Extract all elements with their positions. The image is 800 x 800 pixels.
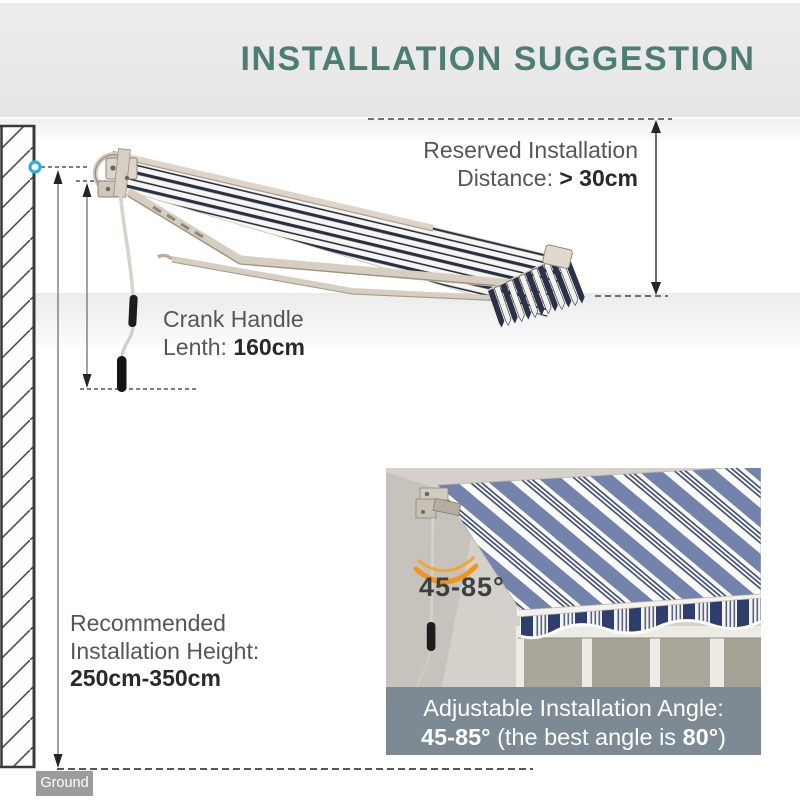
background-fade-mid xyxy=(0,293,800,345)
support-arm-lower xyxy=(157,253,553,304)
inset-caption-bar: Adjustable Installation Angle: 45-85° (t… xyxy=(386,687,761,755)
crank-grip xyxy=(128,294,138,328)
header-band: INSTALLATION SUGGESTION xyxy=(0,3,800,117)
support-arm-upper xyxy=(125,188,561,293)
crank-handle-note: Crank Handle Lenth: 160cm xyxy=(163,306,305,361)
background-fade-top xyxy=(0,119,800,143)
angle-value-label: 45-85° xyxy=(419,572,505,602)
reserved-distance-line2: Distance: > 30cm xyxy=(457,164,638,191)
angle-arc-icon xyxy=(413,556,479,585)
mount-point-marker xyxy=(28,160,42,174)
measurement-annotations xyxy=(28,118,672,770)
roller-end-cap xyxy=(542,244,573,269)
inset-caption-line2: 45-85° (the best angle is 80°) xyxy=(421,724,726,750)
crank-handle-line1: Crank Handle xyxy=(163,306,304,332)
crank-rod xyxy=(117,171,135,296)
wall-section xyxy=(0,124,36,769)
crank-handle-value: 160cm xyxy=(233,333,305,360)
crank-length-arrow xyxy=(82,183,92,388)
awning-illustration xyxy=(92,148,585,392)
reserved-distance-arrow xyxy=(651,120,661,295)
recommended-height-note: Recommended Installation Height: 250cm-3… xyxy=(70,610,259,693)
wall-bracket xyxy=(92,148,138,198)
recommended-height-line1: Recommended xyxy=(70,610,226,636)
torsion-bar xyxy=(113,150,434,232)
inset-valance xyxy=(520,596,761,638)
inset-valance-trim xyxy=(519,619,762,640)
inset-photo xyxy=(386,465,762,688)
recommended-height-arrow xyxy=(53,170,63,768)
reserved-distance-line1: Reserved Installation xyxy=(423,137,638,163)
page-title: INSTALLATION SUGGESTION xyxy=(240,40,756,78)
crank-end-grip xyxy=(117,356,127,392)
inset-wall-bracket xyxy=(415,487,462,519)
crank-handle-line2: Lenth: 160cm xyxy=(163,333,305,360)
wall-hatch xyxy=(2,126,35,768)
reserved-distance-value: > 30cm xyxy=(559,164,638,191)
inset-window xyxy=(516,626,761,687)
ground-label-chip: Ground xyxy=(36,771,93,796)
angle-inset-panel: 45-85° Adjustable Installation Angle: 45… xyxy=(386,465,762,755)
crank-handle xyxy=(117,171,138,392)
inset-caption-line1: Adjustable Installation Angle: xyxy=(423,695,724,721)
reserved-distance-note: Reserved Installation Distance: > 30cm xyxy=(423,137,638,192)
recommended-height-value: 250cm-350cm xyxy=(70,665,221,691)
recommended-height-line2: Installation Height: xyxy=(70,637,260,664)
valance-fringe xyxy=(488,253,585,328)
